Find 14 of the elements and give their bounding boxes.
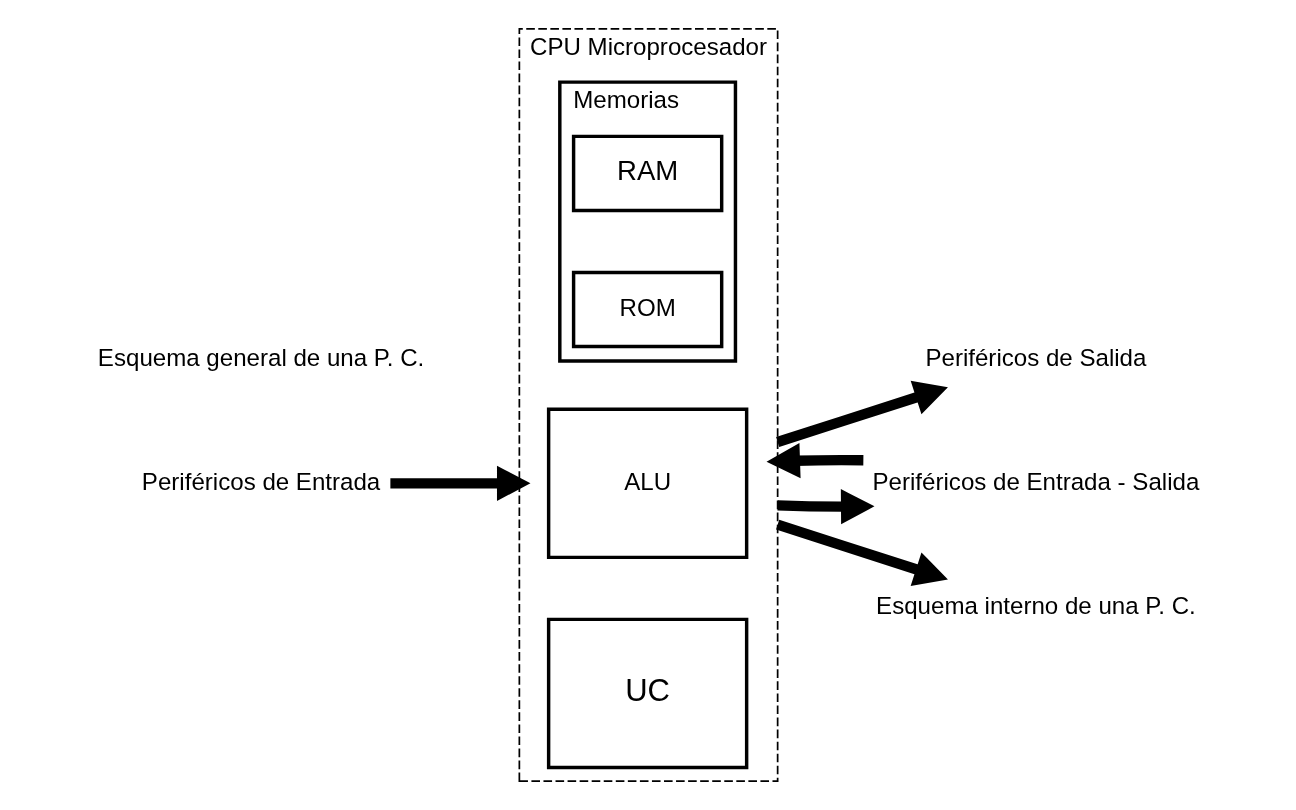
arrow	[389, 465, 530, 501]
node-box: RAM	[571, 134, 723, 213]
node-box: UC	[546, 617, 748, 770]
arrow	[775, 519, 948, 586]
node-text: Periféricos de Entrada	[141, 467, 380, 495]
node-text: Esquema interno de una P. C.	[875, 591, 1196, 619]
arrow	[776, 489, 874, 525]
node-text: Periféricos de Salida	[924, 343, 1146, 371]
arrow	[766, 443, 863, 479]
node-box: ROM	[571, 270, 723, 349]
node-box: ALU	[546, 407, 748, 560]
node-text: Periféricos de Entrada - Salida	[872, 467, 1199, 495]
arrow	[775, 380, 948, 447]
label: Esquema general de una P. C.	[97, 343, 424, 371]
